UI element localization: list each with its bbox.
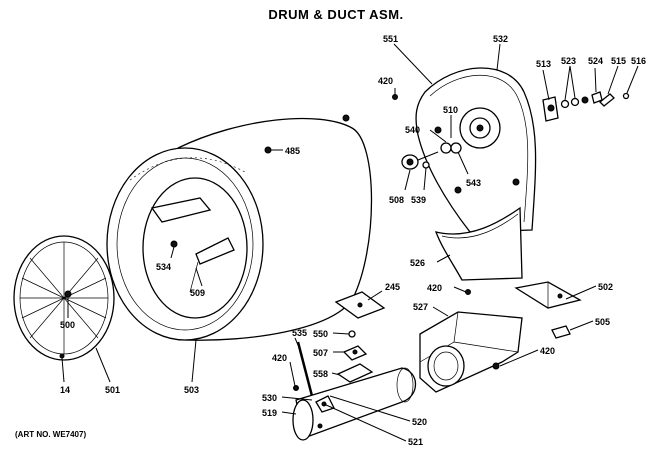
callout-516: 516 xyxy=(631,56,646,66)
callout-543: 543 xyxy=(466,178,481,188)
callout-550: 550 xyxy=(313,329,328,339)
callout-420-left: 420 xyxy=(272,353,287,363)
callout-521: 521 xyxy=(408,437,423,447)
callout-535: 535 xyxy=(292,328,307,338)
drum-idler-roller xyxy=(401,151,439,170)
front-drum-seal-ring xyxy=(13,235,115,361)
callout-515: 515 xyxy=(611,56,626,66)
callout-539: 539 xyxy=(411,195,426,205)
callout-520: 520 xyxy=(412,417,427,427)
felt-seal-bracket xyxy=(434,206,523,281)
callout-509: 509 xyxy=(190,288,205,298)
callout-530: 530 xyxy=(262,393,277,403)
callout-527: 527 xyxy=(413,302,428,312)
callout-420-mid: 420 xyxy=(427,283,442,293)
dryer-drum xyxy=(106,114,373,341)
callout-510: 510 xyxy=(443,105,458,115)
thermostat-parts xyxy=(336,330,374,383)
callout-519: 519 xyxy=(262,408,277,418)
callout-524: 524 xyxy=(588,56,603,66)
callout-485: 485 xyxy=(285,146,300,156)
callout-501: 501 xyxy=(105,385,120,395)
callout-508: 508 xyxy=(389,195,404,205)
screw-420-mid xyxy=(465,289,471,295)
callout-502: 502 xyxy=(598,282,613,292)
callout-420-right: 420 xyxy=(540,346,555,356)
callout-245: 245 xyxy=(385,282,400,292)
rear-drum-bulkhead xyxy=(415,67,537,233)
callout-534: 534 xyxy=(156,262,171,272)
page-title: DRUM & DUCT ASM. xyxy=(268,7,404,22)
callout-labels: 551 532 420 510 513 523 524 515 516 540 … xyxy=(60,34,646,447)
mounting-bracket xyxy=(514,281,582,309)
callout-507: 507 xyxy=(313,348,328,358)
callout-558: 558 xyxy=(313,369,328,379)
callout-505: 505 xyxy=(595,317,610,327)
callout-500: 500 xyxy=(60,320,75,330)
callout-551: 551 xyxy=(383,34,398,44)
duct-clip xyxy=(551,325,571,339)
callout-526: 526 xyxy=(410,258,425,268)
callout-503: 503 xyxy=(184,385,199,395)
callout-14: 14 xyxy=(60,385,70,395)
bearing-hardware xyxy=(542,91,630,122)
callout-532: 532 xyxy=(493,34,508,44)
callout-540: 540 xyxy=(405,125,420,135)
art-number: (ART NO. WE7407) xyxy=(15,430,87,439)
exhaust-duct xyxy=(419,311,523,393)
callout-420: 420 xyxy=(378,76,393,86)
callout-523: 523 xyxy=(561,56,576,66)
screw-420-left xyxy=(293,385,299,391)
leader-lines xyxy=(61,43,639,442)
heater-housing xyxy=(292,367,417,441)
cover-plate xyxy=(334,291,386,319)
callout-513: 513 xyxy=(536,59,551,69)
